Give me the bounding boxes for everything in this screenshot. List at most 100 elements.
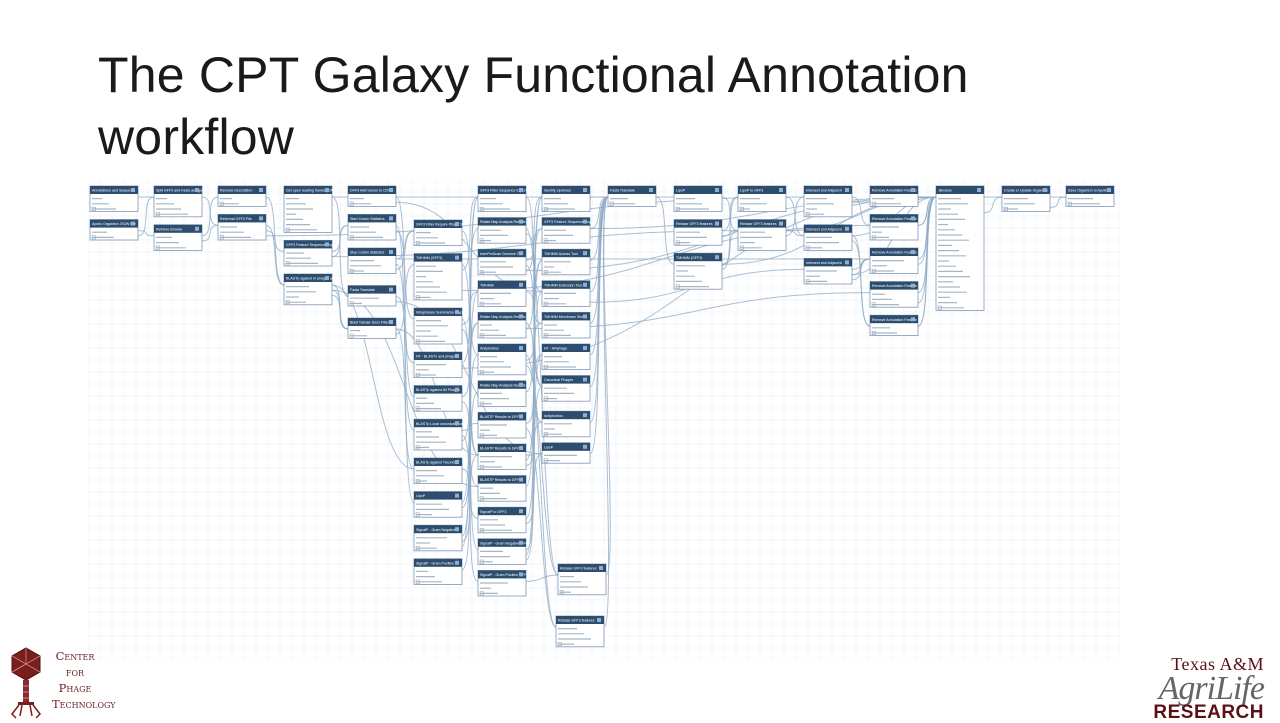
node-output-checkbox[interactable] [543,396,548,401]
node-output-checkbox[interactable] [543,301,548,306]
node-output-checkbox[interactable] [675,240,680,245]
node-menu-icon[interactable] [519,572,523,577]
node-menu-icon[interactable] [519,188,523,192]
workflow-node[interactable]: Start Codon Statistics [347,214,397,241]
node-menu-icon[interactable] [715,188,719,192]
workflow-node[interactable]: SignalP - Gram Negative GFF3 [477,538,530,565]
node-output-checkbox[interactable] [675,284,680,289]
workflow-node[interactable]: Canonical Phages [541,375,591,402]
node-menu-icon[interactable] [779,188,783,192]
node-menu-icon[interactable] [599,566,603,570]
node-output-checkbox[interactable] [479,496,484,501]
node-menu-icon[interactable] [455,354,459,358]
node-output-checkbox[interactable] [543,206,548,211]
workflow-node[interactable]: LipoP [413,491,463,518]
workflow-node[interactable]: Stop Codon Statistics [347,247,397,275]
node-output-checkbox[interactable] [479,591,484,596]
workflow-node[interactable]: Remove Annotation Feature [869,214,919,241]
node-output-checkbox[interactable] [871,330,876,335]
workflow-node[interactable]: Reformat GFF3 File [217,214,267,241]
node-output-checkbox[interactable] [543,432,548,437]
node-output-checkbox[interactable] [285,261,290,266]
node-output-checkbox[interactable] [479,559,484,564]
node-output-checkbox[interactable] [349,201,354,206]
workflow-node[interactable]: BLASTp Local canonical phages [413,418,468,451]
node-output-checkbox[interactable] [479,206,484,211]
node-output-checkbox[interactable] [349,301,354,306]
node-menu-icon[interactable] [455,460,459,464]
workflow-node[interactable]: Blast Tabular Docs Filter [347,317,397,339]
node-output-checkbox[interactable] [479,238,484,243]
workflow-node[interactable]: TMHMM Extension Tool [541,280,591,307]
node-menu-icon[interactable] [519,509,523,514]
node-output-checkbox[interactable] [415,406,420,411]
node-output-checkbox[interactable] [805,212,810,217]
workflow-node[interactable]: GFF3 Filter Sequence Export [477,185,527,213]
node-menu-icon[interactable] [455,527,459,532]
node-output-checkbox[interactable] [871,268,876,273]
node-output-checkbox[interactable] [609,201,614,206]
workflow-node[interactable]: Identify Lipobxes [541,185,591,213]
node-menu-icon[interactable] [389,250,393,254]
node-menu-icon[interactable] [845,226,849,231]
node-menu-icon[interactable] [583,251,587,256]
workflow-node[interactable]: TMHMM Access Tool [541,248,591,276]
node-menu-icon[interactable] [519,540,523,545]
node-output-checkbox[interactable] [415,478,420,483]
node-output-checkbox[interactable] [559,590,564,595]
node-menu-icon[interactable] [911,216,915,221]
workflow-node[interactable]: TMHMM (GFF3) [673,252,723,290]
node-menu-icon[interactable] [519,251,523,256]
node-output-checkbox[interactable] [285,227,290,232]
workflow-node[interactable]: NT - BLASTn and phage [413,351,463,379]
workflow-node[interactable]: Remove Description [217,185,267,207]
workflow-node[interactable]: Remove Annotation Feature [869,247,919,275]
node-output-checkbox[interactable] [479,401,484,406]
node-menu-icon[interactable] [583,413,587,418]
workflow-node[interactable]: BLASTP Results to GFF3 [477,475,527,502]
workflow-node[interactable]: LipoP [673,185,723,213]
workflow-node[interactable]: Remove Annotation Feature [869,185,919,207]
workflow-node[interactable]: LipoP to GFF3 [737,185,787,213]
node-menu-icon[interactable] [977,188,981,192]
node-menu-icon[interactable] [455,387,459,392]
workflow-node[interactable]: SignalP - Gram Positive [413,558,463,585]
node-menu-icon[interactable] [389,216,393,221]
workflow-node[interactable]: BLASTP Results to GFF3 [477,443,527,471]
workflow-node[interactable]: Intersect and Adjacent [803,224,853,251]
node-output-checkbox[interactable] [349,268,354,273]
node-output-checkbox[interactable] [543,364,548,369]
workflow-node[interactable]: SignalP to GFF3 [477,506,527,534]
workflow-node[interactable]: Relate Map Analysis Results [477,380,527,407]
node-menu-icon[interactable] [519,477,523,482]
workflow-node[interactable]: Apollo Organism JSON File [89,219,139,241]
workflow-node[interactable]: TMHMM Membrane Sheet [541,311,591,339]
node-menu-icon[interactable] [455,255,459,260]
workflow-node[interactable]: TMHMM (GFF3) [413,253,463,301]
workflow-node[interactable]: GFF3 Feature Sequence Export [283,240,337,267]
node-output-checkbox[interactable] [415,512,420,517]
node-output-checkbox[interactable] [155,212,160,217]
node-output-checkbox[interactable] [219,201,224,206]
node-output-checkbox[interactable] [675,206,680,211]
workflow-node[interactable]: NT - AFlphage [541,343,591,371]
node-menu-icon[interactable] [519,382,523,387]
node-output-checkbox[interactable] [739,206,744,211]
node-menu-icon[interactable] [519,414,523,419]
workflow-node[interactable]: Rebase GFF3 features [557,563,607,596]
node-menu-icon[interactable] [583,444,587,449]
workflow-node[interactable]: Antiphobius [541,410,591,438]
workflow-node[interactable]: Split GFF3 and Fasta and gaffs [153,185,206,218]
workflow-node[interactable]: JBrowse [935,185,985,311]
node-output-checkbox[interactable] [415,240,420,245]
node-output-checkbox[interactable] [871,201,876,206]
node-output-checkbox[interactable] [415,579,420,584]
workflow-node[interactable]: GFF3 Add Genes to CDS [347,185,397,207]
node-menu-icon[interactable] [519,446,523,450]
node-menu-icon[interactable] [1043,188,1047,192]
node-menu-icon[interactable] [325,276,329,280]
workflow-node[interactable]: Rebase GFF3 features [673,219,723,246]
node-menu-icon[interactable] [519,346,523,350]
node-output-checkbox[interactable] [479,433,484,438]
